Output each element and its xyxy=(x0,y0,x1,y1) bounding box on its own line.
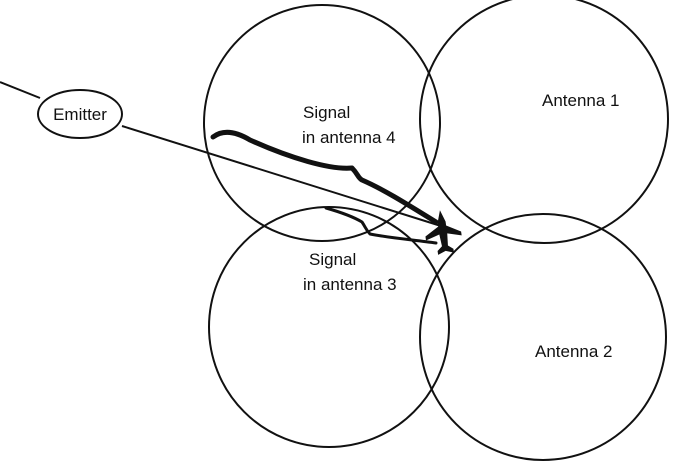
emitter-sightline xyxy=(121,125,442,227)
antenna-2-circle xyxy=(419,213,667,461)
antenna-2-label: Antenna 2 xyxy=(535,342,613,361)
signal-3-label-line2: in antenna 3 xyxy=(303,275,397,294)
signal-4-label-line1: Signal xyxy=(303,103,350,122)
emitter-sightline-left xyxy=(0,81,41,99)
emitter-ellipse xyxy=(37,89,123,139)
signal-3-brace xyxy=(324,206,438,245)
emitter-label: Emitter xyxy=(53,105,107,124)
signal-3-label-line1: Signal xyxy=(309,250,356,269)
antenna-1-label: Antenna 1 xyxy=(542,91,620,110)
antenna-3-circle xyxy=(208,206,450,448)
antenna-1-circle xyxy=(419,0,669,244)
antenna-4-circle xyxy=(203,4,441,242)
signal-4-label-line2: in antenna 4 xyxy=(302,128,396,147)
signal-4-brace xyxy=(210,129,439,225)
aircraft-icon xyxy=(425,210,462,255)
